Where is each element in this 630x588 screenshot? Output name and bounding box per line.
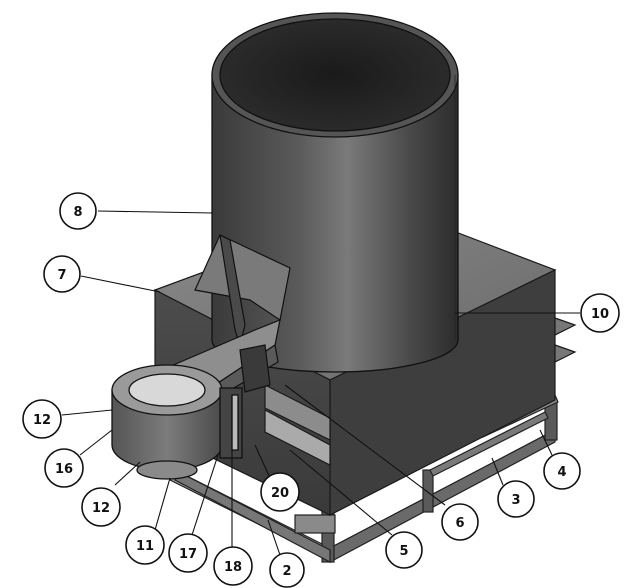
callout-4: 4 (543, 452, 581, 490)
leader-lines (61, 210, 580, 556)
cylindrical-tank (211, 12, 459, 373)
callout-16: 16 (44, 448, 84, 488)
callout-20: 20 (260, 472, 300, 512)
callout-18: 18 (213, 546, 253, 586)
svg-text:7: 7 (57, 268, 66, 283)
svg-text:4: 4 (557, 465, 566, 480)
callout-17: 17 (168, 533, 208, 573)
callout-3: 3 (497, 480, 535, 518)
callout-6: 6 (441, 503, 479, 541)
callout-10: 10 (580, 293, 620, 333)
svg-text:17: 17 (179, 547, 197, 562)
callout-11: 11 (125, 525, 165, 565)
svg-text:12: 12 (92, 501, 110, 516)
callout-12-lower: 12 (81, 487, 121, 527)
svg-text:11: 11 (136, 539, 154, 554)
svg-text:6: 6 (455, 516, 464, 531)
callout-5: 5 (385, 531, 423, 569)
svg-text:10: 10 (591, 307, 609, 322)
svg-text:12: 12 (33, 413, 51, 428)
svg-text:18: 18 (224, 560, 242, 575)
callout-12-upper: 12 (22, 399, 62, 439)
callout-7: 7 (43, 255, 81, 293)
svg-text:2: 2 (282, 564, 291, 579)
svg-text:20: 20 (271, 486, 289, 501)
svg-text:3: 3 (511, 493, 520, 508)
callout-8: 8 (59, 192, 97, 230)
callout-2: 2 (269, 552, 305, 588)
svg-text:8: 8 (73, 205, 82, 220)
blower-housing (111, 364, 243, 480)
svg-text:5: 5 (399, 544, 408, 559)
svg-text:16: 16 (55, 462, 73, 477)
